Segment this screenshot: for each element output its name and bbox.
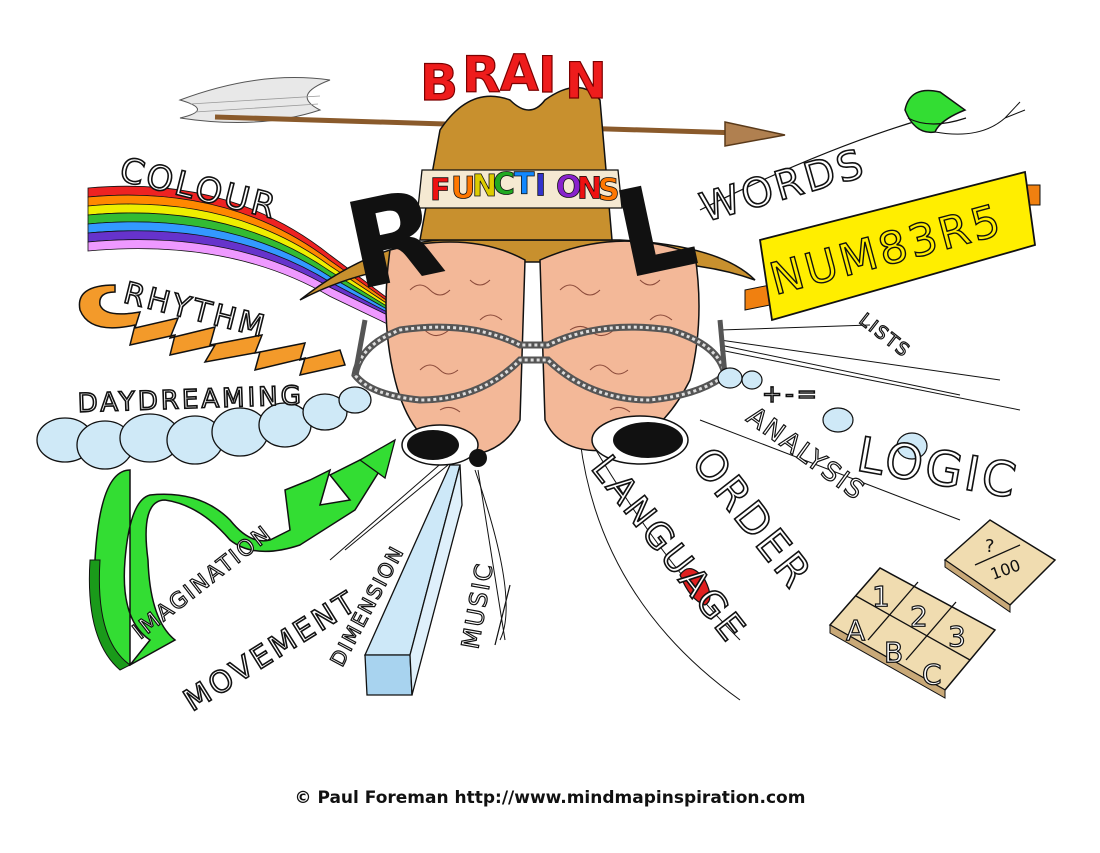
title-brain-letter: A [500,44,539,102]
grid-cell-3: 3 [948,620,966,653]
label-imagination: IMAGINATION [128,521,277,645]
order-grid-text: 1 2 3 A B C [845,579,966,691]
book-icon [699,89,1026,211]
title-functions-letter: O [556,170,582,205]
label-music: MUSIC [456,560,499,651]
label-logic-equation: +-= [762,380,820,408]
rhythm-wave-icon [78,284,346,377]
label-lists: LISTS [855,309,915,362]
cloud-trail-icon [36,386,372,470]
title-brain-letter: I [538,46,557,104]
grid-cell-1: 1 [872,580,890,613]
green-shape-icon [88,438,397,671]
title-functions-letter: N [577,172,602,207]
numbers-sign-icon [744,170,1041,322]
credit-line: © Paul Foreman http://www.mindmapinspira… [294,788,806,808]
logic-clouds-icon [717,367,928,460]
title-brain-letter: B [420,54,458,112]
dimension-block-icon [363,464,463,696]
title-functions-letter: F [430,173,451,208]
title-functions-letter: N [472,169,497,204]
title-functions-letter: S [598,173,620,208]
grid-cell-c: C [922,658,942,691]
title-functions-letter: T [514,167,535,202]
title-functions-letter: I [535,169,546,204]
grid-cell-2: 2 [910,600,928,633]
grid-cell-b: B [884,636,903,669]
title-functions-letter: U [451,171,475,206]
fraction-top: ? [985,536,995,557]
order-grid-icon [828,567,997,699]
rays [329,324,1021,701]
music-note-icon [494,584,511,646]
title-brain-letter: R [462,46,501,104]
title-brain-letter: N [565,52,607,110]
label-logic: LOGIC [853,427,1023,510]
fraction-tile-icon [943,519,1057,613]
title-functions-letter: C [493,167,515,202]
eyes-icon [401,415,689,467]
grid-cell-a: A [846,614,865,647]
tongue-icon [679,568,711,606]
